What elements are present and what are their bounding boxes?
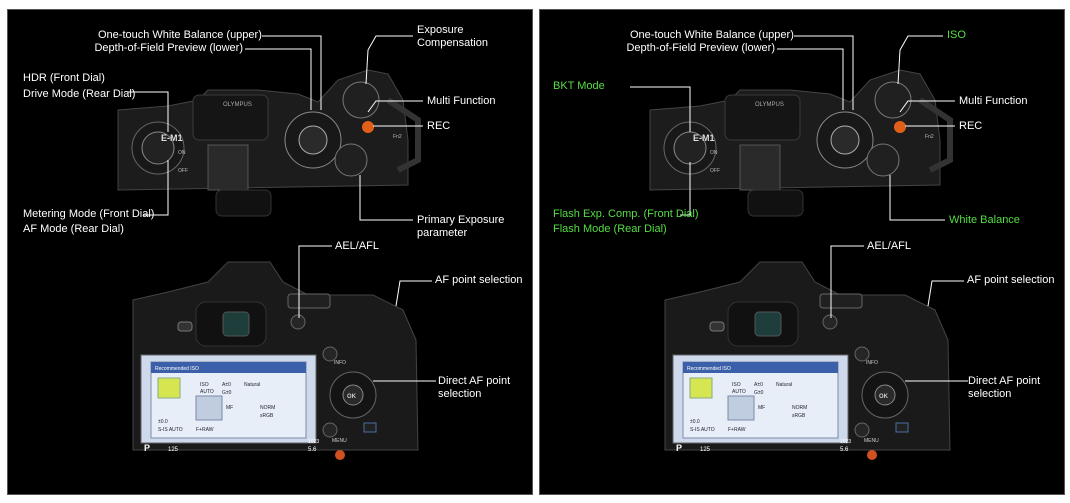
- screen-iso-auto: S-IS AUTO: [158, 427, 183, 433]
- label-parameter: parameter: [417, 227, 468, 239]
- brand-top: OLYMPUS: [223, 102, 252, 108]
- camera-illustration-left: E-M1 OLYMPUS ON OFF Fn2: [117, 35, 436, 460]
- camera-top-view: [117, 69, 421, 217]
- leader-lines-bottom: [830, 245, 968, 382]
- label-one-touch-wb: One-touch White Balance (upper): [98, 29, 262, 41]
- info-button-label: INFO: [866, 360, 878, 366]
- leader-lines-top: [128, 35, 423, 221]
- info-button-label: INFO: [334, 360, 346, 366]
- label-ael-afl: AEL/AFL: [867, 240, 912, 252]
- screen-auto: AUTO: [200, 389, 214, 395]
- label-exposure: Exposure: [417, 24, 464, 36]
- screen-flash-comp: ±0.0: [158, 419, 168, 425]
- label-dof-preview: Depth-of-Field Preview (lower): [94, 42, 243, 54]
- label-one-touch-wb: One-touch White Balance (upper): [630, 29, 794, 41]
- label-bkt-mode: BKT Mode: [553, 80, 605, 92]
- off-label: OFF: [178, 168, 188, 174]
- left-panel: E-M1 OLYMPUS ON OFF Fn2: [7, 9, 533, 495]
- label-dof-preview: Depth-of-Field Preview (lower): [626, 42, 775, 54]
- screen-mf: MF: [758, 405, 765, 411]
- screen-count: 1023: [308, 439, 319, 445]
- label-metering-mode: Metering Mode (Front Dial): [23, 208, 155, 220]
- label-af-mode: AF Mode (Rear Dial): [23, 223, 124, 235]
- label-drive-mode: Drive Mode (Rear Dial): [23, 88, 136, 100]
- screen-shutter: 125: [168, 447, 179, 453]
- menu-button-label: MENU: [332, 438, 347, 444]
- model-badge-top: E-M1: [161, 133, 183, 143]
- screen-aperture: 5.6: [840, 447, 849, 453]
- screen-flash-comp: ±0.0: [690, 419, 700, 425]
- on-label: ON: [178, 150, 186, 156]
- on-label: ON: [710, 150, 718, 156]
- label-direct-af-point: Direct AF point: [438, 375, 511, 387]
- screen-quality: F+RAW: [196, 427, 214, 433]
- brand-top: OLYMPUS: [755, 102, 784, 108]
- label-rec: REC: [427, 120, 451, 132]
- fn2-label: Fn2: [393, 134, 402, 140]
- screen-g: G±0: [222, 390, 232, 396]
- screen-wb: A±0: [754, 382, 763, 388]
- label-iso: ISO: [947, 29, 966, 41]
- label-multi-function: Multi Function: [427, 95, 496, 107]
- screen-norm: NORM: [792, 405, 807, 411]
- screen-iso-auto: S-IS AUTO: [690, 427, 715, 433]
- label-rec: REC: [959, 120, 983, 132]
- leader-lines-top: [630, 35, 955, 221]
- screen-mf: MF: [226, 405, 233, 411]
- right-panel: E-M1 OLYMPUS ON OFF Fn2: [539, 9, 1065, 495]
- camera-illustration-right: E-M1 OLYMPUS ON OFF Fn2: [630, 35, 968, 460]
- label-flash-exp-comp: Flash Exp. Comp. (Front Dial): [553, 208, 699, 220]
- screen-iso-chip: ISO: [200, 382, 209, 388]
- screen-wb: A±0: [222, 382, 231, 388]
- screen-aperture: 5.6: [308, 447, 317, 453]
- screen-srgb: sRGB: [260, 413, 274, 419]
- screen-auto: AUTO: [732, 389, 746, 395]
- label-flash-mode: Flash Mode (Rear Dial): [553, 223, 667, 235]
- label-selection: selection: [438, 388, 482, 400]
- label-af-point-selection: AF point selection: [435, 274, 523, 286]
- screen-mode: P: [144, 443, 150, 453]
- label-af-point-selection: AF point selection: [967, 274, 1055, 286]
- fn2-label: Fn2: [925, 134, 934, 140]
- menu-button-label: MENU: [864, 438, 879, 444]
- screen-shutter: 125: [700, 447, 711, 453]
- label-hdr-front-dial: HDR (Front Dial): [23, 72, 105, 84]
- screen-srgb: sRGB: [792, 413, 806, 419]
- label-selection: selection: [968, 388, 1012, 400]
- label-multi-function: Multi Function: [959, 95, 1028, 107]
- screen-mode: P: [676, 443, 682, 453]
- label-ael-afl: AEL/AFL: [335, 240, 380, 252]
- screen-quality: F+RAW: [728, 427, 746, 433]
- label-primary-exposure: Primary Exposure: [417, 214, 505, 226]
- label-direct-af-point: Direct AF point: [968, 375, 1041, 387]
- label-white-balance: White Balance: [949, 214, 1020, 226]
- screen-g: G±0: [754, 390, 764, 396]
- screen-natural: Natural: [244, 382, 260, 388]
- model-badge-top: E-M1: [693, 133, 715, 143]
- screen-title: Recommended ISO: [155, 366, 199, 372]
- camera-back-view: [132, 261, 419, 460]
- ok-button-label: OK: [879, 394, 889, 400]
- screen-norm: NORM: [260, 405, 275, 411]
- label-compensation: Compensation: [417, 37, 488, 49]
- off-label: OFF: [710, 168, 720, 174]
- screen-iso-chip: ISO: [732, 382, 741, 388]
- leader-lines-bottom: [298, 245, 436, 382]
- screen-count: 1023: [840, 439, 851, 445]
- screen-title: Recommended ISO: [687, 366, 731, 372]
- ok-button-label: OK: [347, 394, 357, 400]
- camera-top-view: [649, 69, 953, 217]
- screen-natural: Natural: [776, 382, 792, 388]
- camera-back-view: [664, 261, 951, 460]
